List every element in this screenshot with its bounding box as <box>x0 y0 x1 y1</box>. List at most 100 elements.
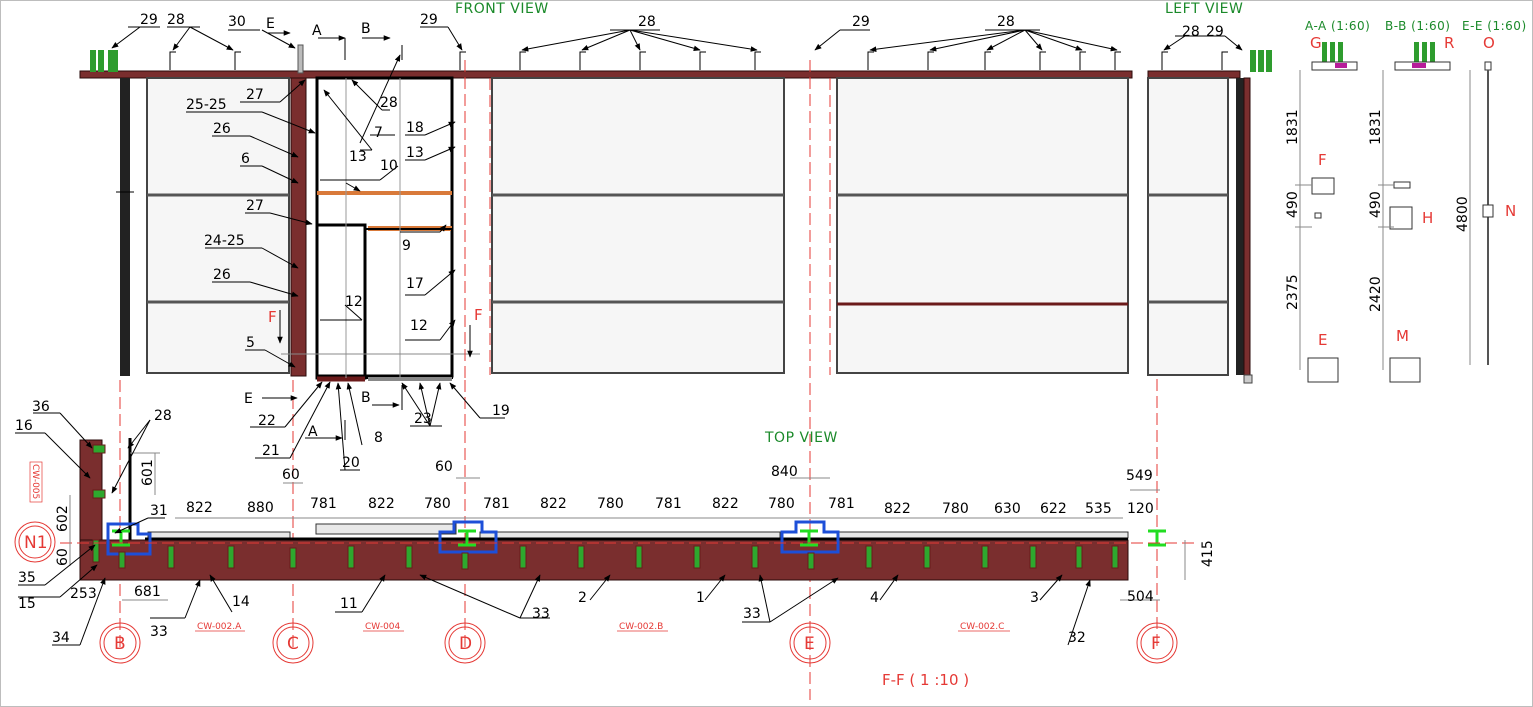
dim-row-value: 822 <box>712 496 739 512</box>
callout: 16 <box>15 418 33 434</box>
callout: 28 <box>167 12 185 28</box>
callout: 30 <box>228 14 246 30</box>
dim-row-value: 822 <box>540 496 567 512</box>
insulation-block <box>1266 50 1272 72</box>
callout: 18 <box>406 120 424 136</box>
section-bb-title: B-B (1:60) <box>1385 19 1451 33</box>
dim-value: 253 <box>70 586 97 602</box>
insulation-block <box>1414 42 1419 64</box>
dim-value: 549 <box>1126 468 1153 484</box>
detail-box <box>1393 181 1411 189</box>
anchor-pins <box>92 444 1119 570</box>
dim-value: 2375 <box>1285 274 1301 310</box>
column-c <box>290 77 307 377</box>
callout: 8 <box>374 430 383 446</box>
callout: 25-25 <box>186 97 227 113</box>
panel-bay-3 <box>836 77 1129 374</box>
steel-post <box>780 520 840 554</box>
dim-value: 60 <box>435 459 453 475</box>
callout: 26 <box>213 267 231 283</box>
detail-box-h <box>1389 206 1413 230</box>
dim-value: 1831 <box>1285 109 1301 145</box>
callout: 27 <box>246 87 264 103</box>
section-letters: G R O F H N E M <box>1310 34 1516 349</box>
dim-row-value: 781 <box>655 496 682 512</box>
section-ee-head <box>1484 61 1492 71</box>
dim-value: 681 <box>134 584 161 600</box>
plan-dimensions: 60 60 840 549 822 880 781 822 780 781 82… <box>55 459 1216 605</box>
section-ff-title: F-F ( 1 :10 ) <box>882 671 969 689</box>
callout: 22 <box>258 413 276 429</box>
dim-row-value: 822 <box>186 500 213 516</box>
left-view-panel <box>1147 77 1229 376</box>
dim-row-value: 780 <box>424 496 451 512</box>
callout: 28 <box>638 14 656 30</box>
callout: 29 <box>852 14 870 30</box>
grid-bubble-d <box>444 622 486 664</box>
front-view <box>79 26 1272 700</box>
section-letter: N <box>1505 202 1516 220</box>
callout: 29 <box>140 12 158 28</box>
callout: F <box>474 306 483 324</box>
dim-row-value: 781 <box>310 496 337 512</box>
section-letter: R <box>1444 34 1454 52</box>
section-letter: H <box>1422 209 1433 227</box>
dim-value: 60 <box>55 548 71 566</box>
section-letter: E <box>1318 331 1327 349</box>
callout: 13 <box>349 149 367 165</box>
insulation-block <box>90 50 96 72</box>
dim-value: 601 <box>140 459 156 486</box>
plan-dimension-lines <box>69 452 1186 601</box>
grid-bubble-f <box>1136 622 1178 664</box>
callout: 28 <box>154 408 172 424</box>
dim-value: 1831 <box>1368 109 1384 145</box>
callout: B <box>361 21 371 37</box>
insulation-block <box>1322 42 1327 64</box>
left-view-column <box>1243 77 1251 376</box>
dim-row-value: 780 <box>597 496 624 512</box>
dim-row-value: 822 <box>368 496 395 512</box>
left-view-title: LEFT VIEW <box>1165 1 1243 17</box>
callout: 34 <box>52 630 70 646</box>
callout: 6 <box>241 151 250 167</box>
panel-bay-1 <box>146 77 290 374</box>
callout: 13 <box>406 145 424 161</box>
left-view-column <box>1236 78 1244 375</box>
drawing-references: CW-005 CW-002.A CW-004 CW-002.B CW-002.C <box>29 461 1010 632</box>
steel-post <box>106 522 152 556</box>
dim-row-value: 781 <box>828 496 855 512</box>
dim-row-value: 630 <box>994 501 1021 517</box>
left-leaders <box>186 79 505 471</box>
section-ee-title: E-E (1:60) <box>1462 19 1527 33</box>
callout: 28 <box>380 95 398 111</box>
section-letter: G <box>1310 34 1322 52</box>
callout: 32 <box>1068 630 1086 646</box>
door-transom <box>317 191 452 195</box>
dim-row-value: 535 <box>1085 501 1112 517</box>
column-cap <box>297 44 304 74</box>
callout: 36 <box>32 399 50 415</box>
grid-axis-bubbles: N1 B C D E F <box>14 521 1178 664</box>
section-letter: O <box>1483 34 1495 52</box>
insulation-block <box>1338 42 1343 64</box>
section-ee-detail <box>1482 204 1494 218</box>
front-callouts: 29 28 30 E A B 29 28 29 28 28 29 27 25-2… <box>140 12 1224 471</box>
plan-wall <box>79 539 1129 581</box>
dim-value: 60 <box>282 467 300 483</box>
callout: F <box>268 308 277 326</box>
top-view <box>15 412 1195 646</box>
top-callouts: 36 16 28 31 35 15 34 33 14 11 33 2 1 33 … <box>15 399 1086 646</box>
callout: 1 <box>696 590 705 606</box>
callout: 23 <box>414 411 432 427</box>
callout: 10 <box>380 158 398 174</box>
plan-door <box>315 523 457 535</box>
dim-value: 415 <box>1200 540 1216 567</box>
panel-bay-2 <box>491 77 785 374</box>
callout: 35 <box>18 570 36 586</box>
callout: 7 <box>374 125 383 141</box>
left-view <box>1147 50 1272 384</box>
callout: 15 <box>18 596 36 612</box>
section-aa-head <box>1311 61 1358 71</box>
callout: 14 <box>232 594 250 610</box>
